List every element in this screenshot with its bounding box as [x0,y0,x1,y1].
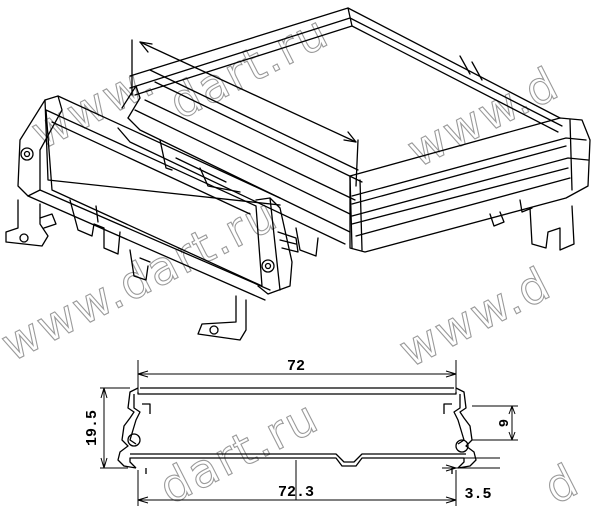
inner-rail-details [117,85,351,257]
dimension-label-72-3: 72.3 [278,484,314,501]
dimension-label-19-5: 19.5 [84,410,101,446]
cross-section-view: 72 72.3 19.5 9 3.5 [84,358,518,506]
dimension-lines [100,370,516,504]
watermark-bottom-right: d [535,453,587,512]
width-dimension-arrow-iso [131,39,359,187]
left-din-bracket [5,95,281,301]
watermark-right-www-d: www.d [398,56,567,178]
housing-right-end [349,117,591,253]
watermark-middle-right: www.d [390,256,559,378]
housing-top-surface [129,7,563,215]
watermark-top-right: dart.ru [160,4,337,130]
front-panel-plate [45,109,263,287]
dimension-label-3-5: 3.5 [464,486,491,503]
dimension-label-72: 72 [287,358,305,375]
profile-outline [117,387,477,474]
right-din-bracket [197,197,299,341]
dimension-label-9: 9 [497,419,513,427]
isometric-enclosure-view [5,7,591,341]
